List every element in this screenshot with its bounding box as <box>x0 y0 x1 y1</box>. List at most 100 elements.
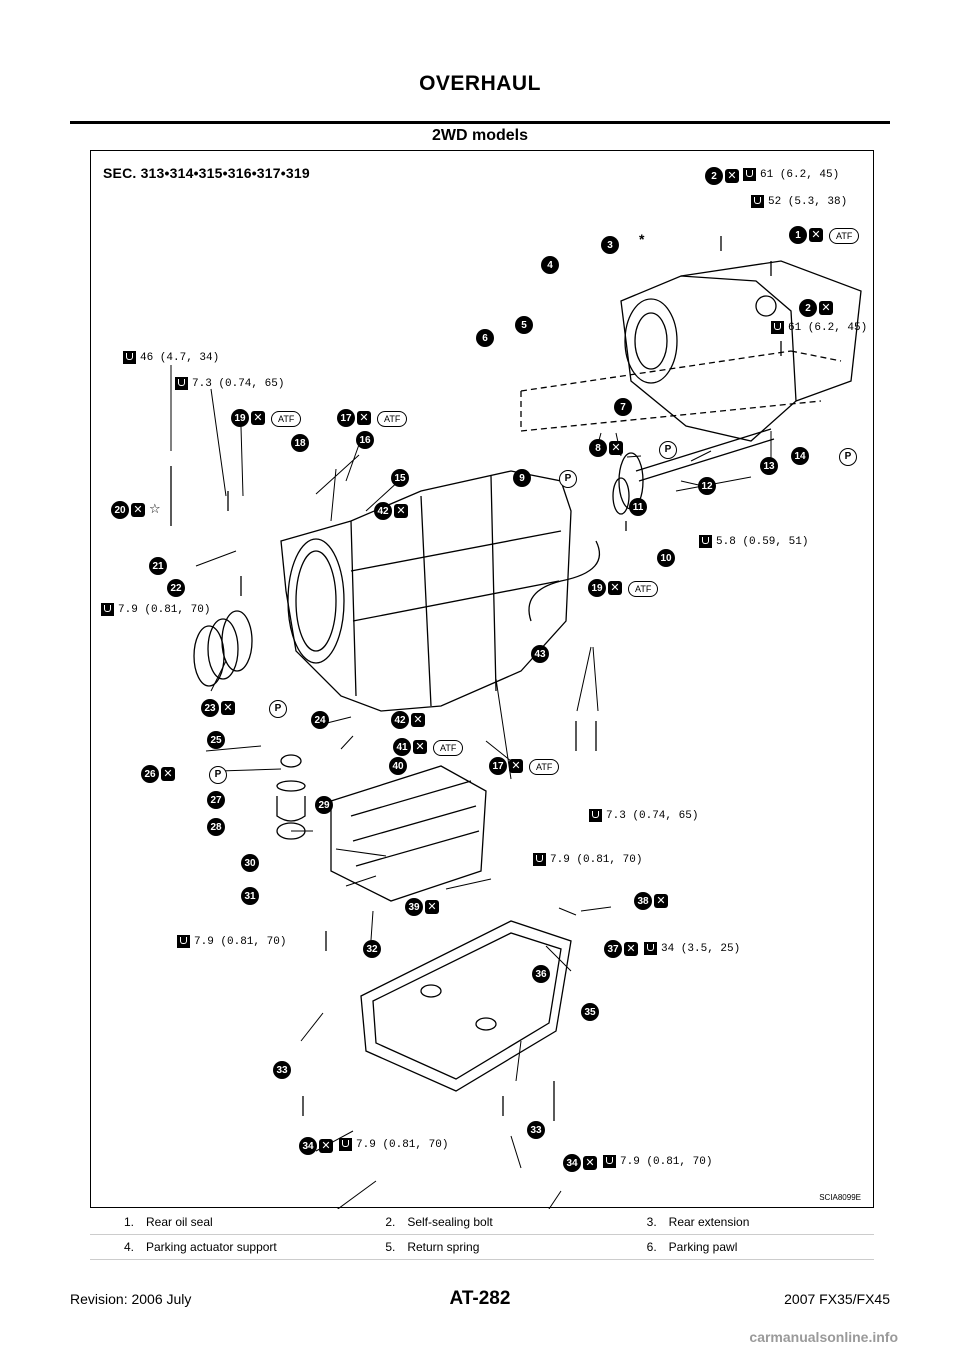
callout-29: 29 <box>315 796 333 814</box>
legend-item: 4.Parking actuator support <box>124 1240 277 1254</box>
callout-31: 31 <box>241 887 259 905</box>
non-reusable-icon: ✕ <box>251 411 265 425</box>
callout-33b: 33 <box>527 1121 545 1139</box>
callout-34: 34 <box>299 1137 317 1155</box>
torque-spec: 7.3 (0.74, 65) <box>589 809 698 822</box>
callout-11: 11 <box>629 498 647 516</box>
legend-item: 2.Self-sealing bolt <box>385 1215 493 1229</box>
torque-wrench-icon <box>751 195 764 208</box>
callout-41: 41 <box>393 738 411 756</box>
torque-wrench-icon <box>339 1138 352 1151</box>
oil-pan-shape <box>360 920 572 1092</box>
callout-22: 22 <box>167 579 185 597</box>
non-reusable-icon: ✕ <box>221 701 235 715</box>
diagram-drawing <box>170 236 862 1209</box>
callout-42b: 42 <box>391 711 409 729</box>
legend-row: 4.Parking actuator support 5.Return spri… <box>90 1235 874 1260</box>
torque-wrench-icon <box>175 377 188 390</box>
callout-43: 43 <box>531 645 549 663</box>
callout-10: 10 <box>657 549 675 567</box>
petroleum-jelly-tag: P <box>559 470 577 488</box>
non-reusable-icon: ✕ <box>624 942 638 956</box>
callout-40: 40 <box>389 757 407 775</box>
rear-extension-shape <box>620 275 797 442</box>
callout-24: 24 <box>311 711 329 729</box>
callout-30: 30 <box>241 854 259 872</box>
callout-19: 19 <box>231 409 249 427</box>
torque-wrench-icon <box>123 351 136 364</box>
callout-28: 28 <box>207 818 225 836</box>
callout-39: 39 <box>405 898 423 916</box>
callout-7: 7 <box>614 398 632 416</box>
torque-spec: 7.9 (0.81, 70) <box>177 935 286 948</box>
atf-tag: ATF <box>433 740 464 756</box>
non-reusable-icon: ✕ <box>583 1156 597 1170</box>
torque-spec: 61 (6.2, 45) <box>743 168 839 181</box>
non-reusable-icon: ✕ <box>131 503 145 517</box>
torque-wrench-icon <box>699 535 712 548</box>
callout-2b: 2 <box>799 299 817 317</box>
callout-15: 15 <box>391 469 409 487</box>
atf-tag: ATF <box>377 411 408 427</box>
torque-wrench-icon <box>533 853 546 866</box>
section-title: 2WD models <box>431 127 528 144</box>
callout-36: 36 <box>532 965 550 983</box>
petroleum-jelly-tag: P <box>269 700 287 718</box>
non-reusable-icon: ✕ <box>411 713 425 727</box>
callout-5: 5 <box>515 316 533 334</box>
non-reusable-icon: ✕ <box>413 740 427 754</box>
petroleum-jelly-tag: P <box>209 766 227 784</box>
torque-spec: 5.8 (0.59, 51) <box>699 535 808 548</box>
page-number: AT-282 <box>449 1288 511 1309</box>
callout-18: 18 <box>291 434 309 452</box>
legend-item: 1.Rear oil seal <box>124 1215 213 1229</box>
revision-date: Revision: 2006 July <box>70 1291 192 1307</box>
torque-spec: 7.3 (0.74, 65) <box>175 377 284 390</box>
callout-42: 42 <box>374 502 392 520</box>
torque-wrench-icon <box>177 935 190 948</box>
callout-4: 4 <box>541 256 559 274</box>
atf-tag: ATF <box>628 581 659 597</box>
callout-37: 37 <box>604 940 622 958</box>
callout-21: 21 <box>149 557 167 575</box>
callout-1: 1 <box>789 226 807 244</box>
non-reusable-icon: ✕ <box>608 581 622 595</box>
figure-id: SCIA8099E <box>819 1193 861 1202</box>
exploded-diagram: SEC. 313•314•315•316•317•319 SCIA8099E 2… <box>90 150 874 1209</box>
callout-13: 13 <box>760 457 778 475</box>
non-reusable-icon: ✕ <box>161 767 175 781</box>
section-code-label: SEC. 313•314•315•316•317•319 <box>103 165 310 181</box>
callout-20: 20 <box>111 501 129 519</box>
callout-38: 38 <box>634 892 652 910</box>
legend-item: 5.Return spring <box>385 1240 480 1254</box>
legend-item: 3.Rear extension <box>646 1215 750 1229</box>
non-reusable-icon: ✕ <box>394 504 408 518</box>
callout-19b: 19 <box>588 579 606 597</box>
torque-wrench-icon <box>589 809 602 822</box>
petroleum-jelly-tag: P <box>659 441 677 459</box>
torque-wrench-icon <box>771 321 784 334</box>
callout-17b: 17 <box>489 757 507 775</box>
callout-25: 25 <box>207 731 225 749</box>
non-reusable-icon: ✕ <box>725 169 739 183</box>
control-valve-shape <box>330 765 487 902</box>
callout-26: 26 <box>141 765 159 783</box>
callout-27: 27 <box>207 791 225 809</box>
torque-wrench-icon <box>743 168 756 181</box>
callout-23: 23 <box>201 699 219 717</box>
callout-8: 8 <box>589 439 607 457</box>
non-reusable-icon: ✕ <box>425 900 439 914</box>
non-reusable-icon: ✕ <box>609 441 623 455</box>
torque-spec: 7.9 (0.81, 70) <box>533 853 642 866</box>
callout-35: 35 <box>581 1003 599 1021</box>
star-symbol: ☆ <box>149 501 161 516</box>
callout-16: 16 <box>356 431 374 449</box>
non-reusable-icon: ✕ <box>509 759 523 773</box>
callout-2: 2 <box>705 167 723 185</box>
non-reusable-icon: ✕ <box>654 894 668 908</box>
torque-wrench-icon <box>603 1155 616 1168</box>
vehicle-model: 2007 FX35/FX45 <box>784 1291 890 1307</box>
callout-9: 9 <box>513 469 531 487</box>
callout-6: 6 <box>476 329 494 347</box>
torque-spec: 61 (6.2, 45) <box>771 321 867 334</box>
